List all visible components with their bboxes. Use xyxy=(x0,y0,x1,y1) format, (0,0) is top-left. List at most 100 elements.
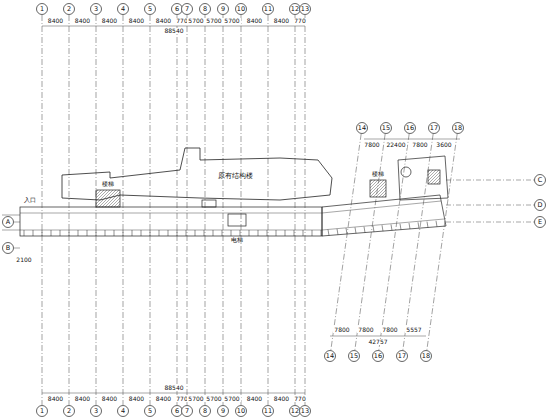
axis-bubble: 2 xyxy=(63,3,75,15)
axis-number: 13 xyxy=(301,408,309,415)
dimension: 5700 xyxy=(205,396,222,402)
axis-line xyxy=(42,15,43,405)
dimension: 8400 xyxy=(273,396,290,402)
axis-bubble: 4 xyxy=(117,405,129,417)
axis-bubble: 13 xyxy=(299,3,311,15)
axis-bubble: 1 xyxy=(36,405,48,417)
axis-number: 15 xyxy=(350,353,358,360)
dimension: 7800 xyxy=(381,327,398,333)
axis-bubble: 1 xyxy=(36,3,48,15)
axis-number: 5 xyxy=(148,6,152,13)
axis-line xyxy=(403,134,433,350)
dimension: 5557 xyxy=(405,327,422,333)
axis-number: 5 xyxy=(148,408,152,415)
axis-line xyxy=(187,15,188,405)
axis-number: 6 xyxy=(175,6,179,13)
axis-bubble: 8 xyxy=(199,405,211,417)
dimension: 8400 xyxy=(47,396,64,402)
axis-number: C xyxy=(538,177,543,184)
dimension: 3600 xyxy=(435,142,452,148)
axis-line xyxy=(355,134,385,350)
dimension: 8400 xyxy=(101,18,118,24)
axis-number: 1 xyxy=(40,408,44,415)
axis-number: 4 xyxy=(121,6,125,13)
axis-bubble: 4 xyxy=(117,3,129,15)
dimension: 7800 xyxy=(411,142,428,148)
axis-number: 13 xyxy=(301,6,309,13)
axis-line xyxy=(123,15,124,405)
dimension: 8400 xyxy=(273,18,290,24)
axis-number: 1 xyxy=(40,6,44,13)
dimension: 42757 xyxy=(367,339,388,345)
axis-bubble: 9 xyxy=(217,405,229,417)
axis-bubble: 2 xyxy=(63,405,75,417)
existing-building-outline: 原有结构楼 xyxy=(55,140,340,205)
dimension: 7800 xyxy=(357,327,374,333)
room-label: 电梯 xyxy=(230,237,244,243)
axis-line xyxy=(69,15,70,405)
axis-number: A xyxy=(6,219,10,226)
axis-bubble: 7 xyxy=(181,3,193,15)
axis-line xyxy=(295,15,296,405)
axis-number: 15 xyxy=(382,125,390,132)
axis-bubble: 15 xyxy=(348,350,360,362)
axis-bubble: A xyxy=(2,216,14,228)
axis-bubble: 3 xyxy=(90,3,102,15)
room-label: 楼梯 xyxy=(371,171,385,177)
dimension: 5700 xyxy=(223,18,240,24)
dimension: 5700 xyxy=(187,396,204,402)
building-name: 原有结构楼 xyxy=(217,173,254,180)
axis-bubble: 5 xyxy=(144,405,156,417)
dimension: 8400 xyxy=(101,396,118,402)
dimension: 2100 xyxy=(15,257,32,263)
dimension: 8400 xyxy=(74,18,91,24)
axis-line xyxy=(241,15,242,405)
axis-bubble: 11 xyxy=(262,405,274,417)
axis-number: 7 xyxy=(185,6,189,13)
axis-line xyxy=(305,15,306,405)
axis-number: 14 xyxy=(358,125,366,132)
axis-number: 10 xyxy=(237,6,245,13)
dimension: 7800 xyxy=(363,142,380,148)
axis-number: 3 xyxy=(94,6,98,13)
dimension: 8400 xyxy=(246,396,263,402)
axis-number: 18 xyxy=(454,125,462,132)
axis-line xyxy=(205,15,206,405)
axis-bubble: 14 xyxy=(324,350,336,362)
axis-bubble: 17 xyxy=(428,122,440,134)
axis-bubble: C xyxy=(534,174,546,186)
axis-bubble: 14 xyxy=(356,122,368,134)
axis-number: 9 xyxy=(221,408,225,415)
axis-line xyxy=(331,134,361,350)
room-label: 入口 xyxy=(23,197,37,203)
axis-number: 11 xyxy=(264,6,272,13)
axis-bubble: 9 xyxy=(217,3,229,15)
axis-number: E xyxy=(538,219,542,226)
dimension: 22400 xyxy=(385,142,406,148)
axis-line xyxy=(223,15,224,405)
axis-bubble: 15 xyxy=(380,122,392,134)
dimension: 88540 xyxy=(163,28,184,34)
axis-line xyxy=(177,15,178,405)
axis-number: 3 xyxy=(94,408,98,415)
dimension: 8400 xyxy=(47,18,64,24)
dimension: 5700 xyxy=(205,18,222,24)
axis-line xyxy=(96,15,97,405)
axis-number: 9 xyxy=(221,6,225,13)
axis-number: 4 xyxy=(121,408,125,415)
dimension: 770 xyxy=(293,18,306,24)
axis-number: 2 xyxy=(67,408,71,415)
axis-bubble: 8 xyxy=(199,3,211,15)
axis-number: 17 xyxy=(398,353,406,360)
axis-bubble: 5 xyxy=(144,3,156,15)
axis-number: 18 xyxy=(422,353,430,360)
axis-bubble: 18 xyxy=(420,350,432,362)
axis-bubble: 7 xyxy=(181,405,193,417)
axis-number: 8 xyxy=(203,408,207,415)
dimension: 8400 xyxy=(155,18,172,24)
axis-number: 2 xyxy=(67,6,71,13)
axis-number: 16 xyxy=(406,125,414,132)
axis-line xyxy=(268,15,269,405)
